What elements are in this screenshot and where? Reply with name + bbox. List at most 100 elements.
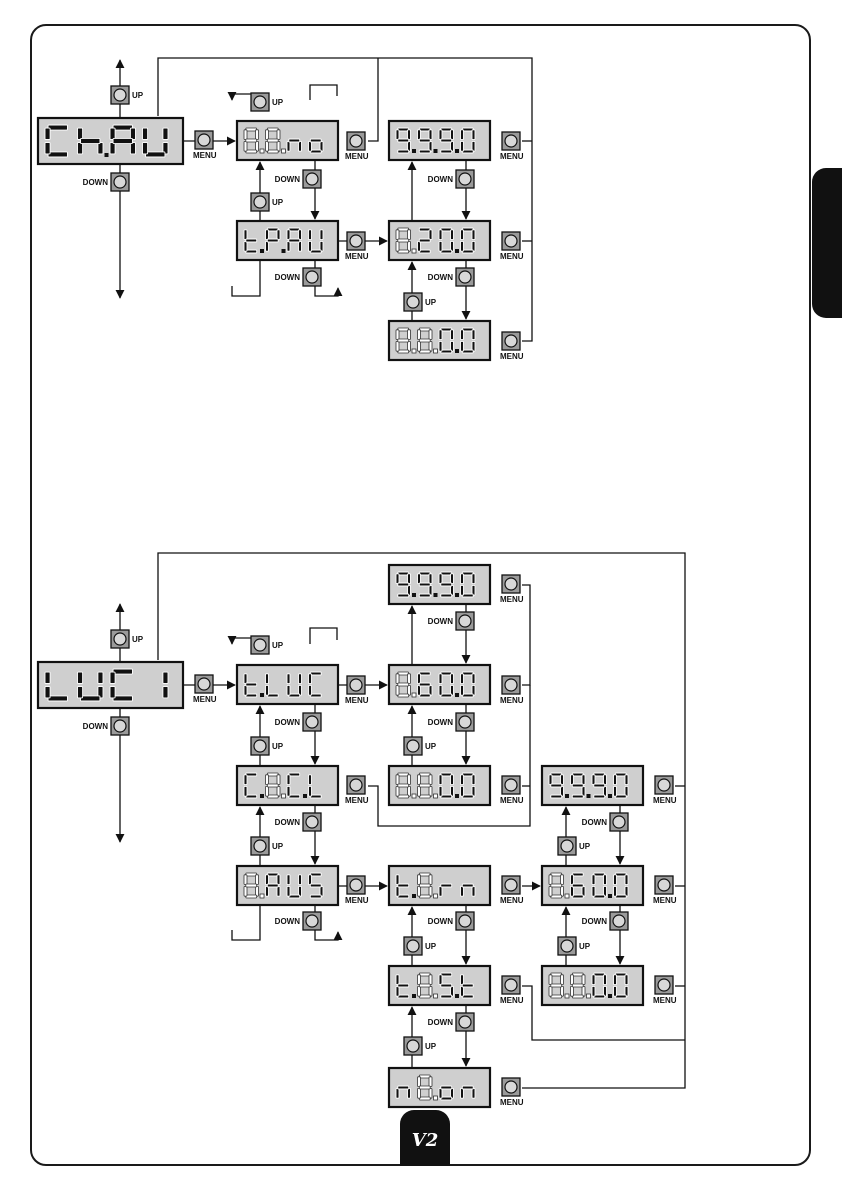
- display-min2: [542, 966, 643, 1005]
- down-button[interactable]: DOWN: [428, 170, 474, 188]
- up-button[interactable]: UP: [251, 93, 284, 111]
- menu-label: MENU: [500, 152, 524, 161]
- up-button[interactable]: UP: [404, 1037, 437, 1055]
- menu-button[interactable]: MENU: [653, 876, 677, 905]
- menu-button[interactable]: MENU: [345, 232, 369, 261]
- menu-button[interactable]: MENU: [345, 132, 369, 161]
- display-test: [389, 966, 490, 1005]
- menu-button[interactable]: MENU: [345, 776, 369, 805]
- down-label: DOWN: [428, 273, 454, 282]
- down-button[interactable]: DOWN: [582, 912, 628, 930]
- button-knob: [254, 840, 266, 852]
- menu-button[interactable]: MENU: [653, 976, 677, 1005]
- menu-label: MENU: [653, 896, 677, 905]
- button-knob: [459, 615, 471, 627]
- flow-line: [232, 260, 260, 296]
- menu-label: MENU: [345, 252, 369, 261]
- menu-label: MENU: [653, 996, 677, 1005]
- up-label: UP: [272, 98, 284, 107]
- button-knob: [306, 816, 318, 828]
- up-button[interactable]: UP: [251, 193, 284, 211]
- button-knob: [505, 979, 517, 991]
- menu-label: MENU: [500, 595, 524, 604]
- down-label: DOWN: [275, 175, 301, 184]
- up-label: UP: [272, 842, 284, 851]
- up-button[interactable]: UP: [558, 837, 591, 855]
- button-knob: [350, 235, 362, 247]
- up-label: UP: [132, 91, 144, 100]
- button-knob: [350, 679, 362, 691]
- up-button[interactable]: UP: [404, 293, 437, 311]
- down-button[interactable]: DOWN: [428, 1013, 474, 1031]
- menu-button[interactable]: MENU: [500, 132, 524, 161]
- menu-button[interactable]: MENU: [500, 976, 524, 1005]
- button-knob: [306, 271, 318, 283]
- up-label: UP: [425, 1042, 437, 1051]
- menu-label: MENU: [500, 796, 524, 805]
- button-knob: [350, 135, 362, 147]
- flow-line: [158, 58, 532, 341]
- display-cicl: [237, 766, 338, 805]
- menu-button[interactable]: MENU: [193, 131, 217, 160]
- down-button[interactable]: DOWN: [275, 912, 321, 930]
- menu-button[interactable]: MENU: [500, 676, 524, 705]
- down-button[interactable]: DOWN: [428, 713, 474, 731]
- down-button[interactable]: DOWN: [428, 612, 474, 630]
- menu-button[interactable]: MENU: [500, 232, 524, 261]
- display-frame: [237, 766, 338, 805]
- menu-button[interactable]: MENU: [500, 1078, 524, 1107]
- button-knob: [459, 173, 471, 185]
- up-button[interactable]: UP: [251, 636, 284, 654]
- down-label: DOWN: [428, 617, 454, 626]
- down-button[interactable]: DOWN: [275, 170, 321, 188]
- menu-button[interactable]: MENU: [500, 776, 524, 805]
- button-knob: [658, 979, 670, 991]
- down-button[interactable]: DOWN: [428, 912, 474, 930]
- menu-button[interactable]: MENU: [500, 332, 524, 361]
- button-knob: [561, 940, 573, 952]
- down-button[interactable]: DOWN: [275, 813, 321, 831]
- up-button[interactable]: UP: [251, 837, 284, 855]
- down-button[interactable]: DOWN: [275, 268, 321, 286]
- menu-button[interactable]: MENU: [345, 876, 369, 905]
- display-luci: [38, 662, 183, 708]
- button-knob: [505, 578, 517, 590]
- menu-button[interactable]: MENU: [500, 876, 524, 905]
- button-knob: [198, 678, 210, 690]
- down-label: DOWN: [428, 1018, 454, 1027]
- display-tpau: [237, 221, 338, 260]
- menu-button[interactable]: MENU: [193, 675, 217, 704]
- down-button[interactable]: DOWN: [83, 173, 129, 191]
- button-knob: [114, 720, 126, 732]
- down-button[interactable]: DOWN: [428, 268, 474, 286]
- up-button[interactable]: UP: [111, 630, 144, 648]
- up-button[interactable]: UP: [251, 737, 284, 755]
- button-knob: [198, 134, 210, 146]
- down-label: DOWN: [275, 917, 301, 926]
- up-button[interactable]: UP: [404, 937, 437, 955]
- up-button[interactable]: UP: [111, 86, 144, 104]
- flow-line: [232, 905, 260, 940]
- down-label: DOWN: [428, 718, 454, 727]
- button-knob: [505, 879, 517, 891]
- menu-button[interactable]: MENU: [500, 575, 524, 604]
- menu-button[interactable]: MENU: [653, 776, 677, 805]
- up-label: UP: [579, 842, 591, 851]
- button-knob: [407, 740, 419, 752]
- flow-line: [368, 58, 378, 141]
- up-button[interactable]: UP: [558, 937, 591, 955]
- menu-button[interactable]: MENU: [345, 676, 369, 705]
- down-label: DOWN: [83, 178, 109, 187]
- down-button[interactable]: DOWN: [83, 717, 129, 735]
- menu-label: MENU: [345, 796, 369, 805]
- menu-label: MENU: [500, 696, 524, 705]
- down-button[interactable]: DOWN: [275, 713, 321, 731]
- display-aus: [237, 866, 338, 905]
- button-knob: [613, 915, 625, 927]
- up-button[interactable]: UP: [404, 737, 437, 755]
- down-button[interactable]: DOWN: [582, 813, 628, 831]
- button-knob: [505, 1081, 517, 1093]
- menu-label: MENU: [500, 352, 524, 361]
- down-label: DOWN: [275, 818, 301, 827]
- button-knob: [459, 271, 471, 283]
